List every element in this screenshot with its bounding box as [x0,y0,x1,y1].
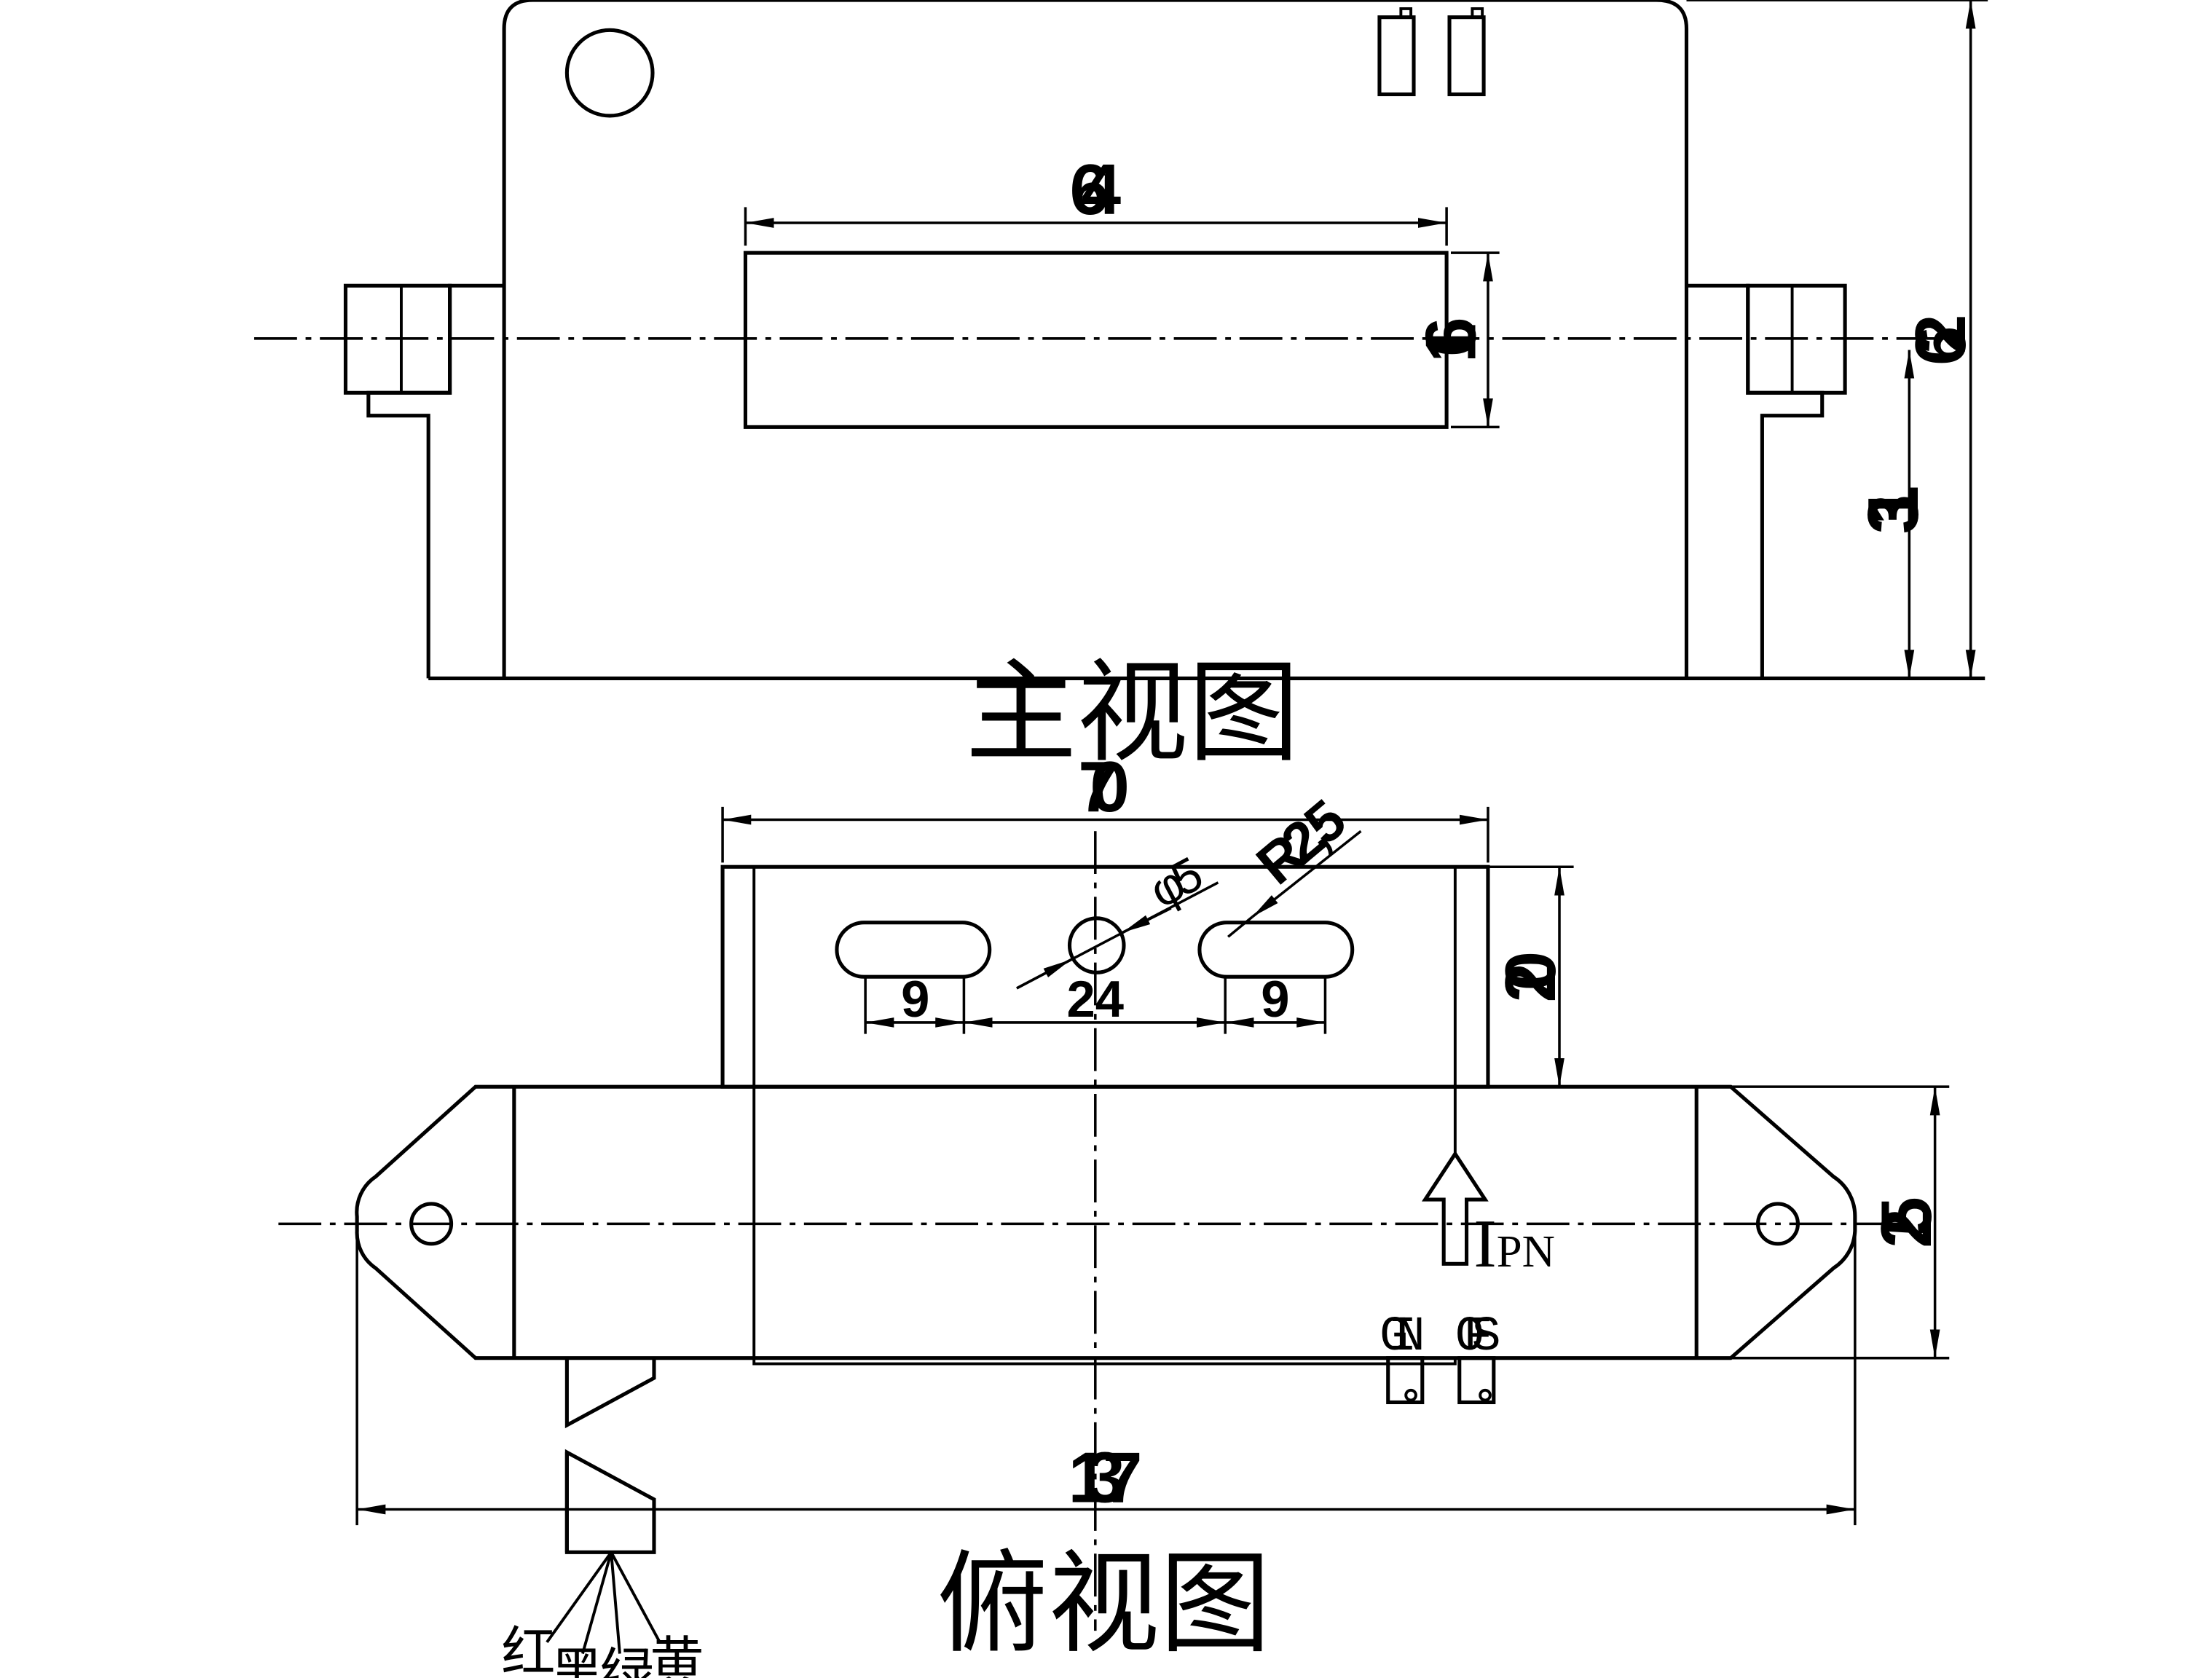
dim-total-height: 62 [1686,0,1988,679]
front-window-aperture [743,251,1449,429]
cable [546,1358,661,1655]
dim-body-depth: 25 [1696,1085,1950,1360]
dim-label: 25 [1866,1197,1946,1248]
dim-label: 24 [1067,970,1125,1028]
front-terminal-ofs-tab [1471,7,1484,17]
dim-total-length: 137 [355,1231,1857,1526]
dim-label: R2,5 [1245,787,1358,897]
front-view: 64 16 62 31 主视图 [253,0,1988,778]
current-direction-arrow [1421,1150,1489,1266]
pin-ofs-dot [1479,1388,1492,1402]
pin-ofs-terminal [1457,1356,1496,1405]
top-center-hole [1067,916,1126,974]
wire-label-green: 绿 [599,1642,654,1678]
top-bracket-hidden-line [752,1087,1457,1366]
dim-slot-radius: R2,5 [1227,787,1362,938]
front-terminal-ofs [1447,15,1486,97]
dim-label: 20 [1490,951,1570,1003]
wire-label-black: 黑 [550,1642,605,1678]
front-terminal-gin [1377,15,1416,97]
current-label: IPN [1473,1206,1555,1282]
top-slot-right [1197,921,1355,979]
top-body-outline [355,1084,1857,1360]
dim-label: 64 [1070,149,1122,229]
dim-label: 9 [1261,970,1289,1028]
dim-label: 62 [1900,314,1980,366]
dim-window-width: 64 [744,149,1448,246]
front-right-foot [1686,283,1825,679]
top-view: IPN GIN OFS 红 黑 绿 黄 70 [278,747,1950,1678]
front-left-foot [366,283,505,679]
front-body-outline [502,0,1689,679]
front-terminal-gin-tab [1399,7,1413,17]
dim-label: 31 [1853,486,1933,535]
dim-bracket-depth: 20 [1487,865,1574,1088]
dim-label: 70 [1078,747,1130,827]
dim-center-height: 31 [1853,350,1933,679]
dim-label: 16 [1410,317,1490,363]
wire-label-red: 红 [501,1620,556,1678]
wire-label-yellow: 黄 [650,1631,704,1678]
dim-label: 9 [901,970,929,1028]
dim-window-height: 16 [1410,251,1500,429]
front-mounting-hole [564,28,655,118]
pin-gin-terminal [1386,1356,1425,1405]
dim-label: 137 [1068,1438,1143,1518]
dim-bracket-width: 70 [721,747,1489,863]
dim-slot-spacing: 9 24 9 [864,970,1327,1034]
top-view-title: 俯视图 [937,1540,1271,1669]
front-view-title: 主视图 [965,648,1299,778]
pin-gin-label: GIN [1379,1310,1425,1365]
pin-gin-dot [1404,1388,1417,1402]
dim-label: φ5 [1141,847,1211,918]
top-slot-left [835,921,992,979]
pin-ofs-label: OFS [1455,1310,1501,1365]
